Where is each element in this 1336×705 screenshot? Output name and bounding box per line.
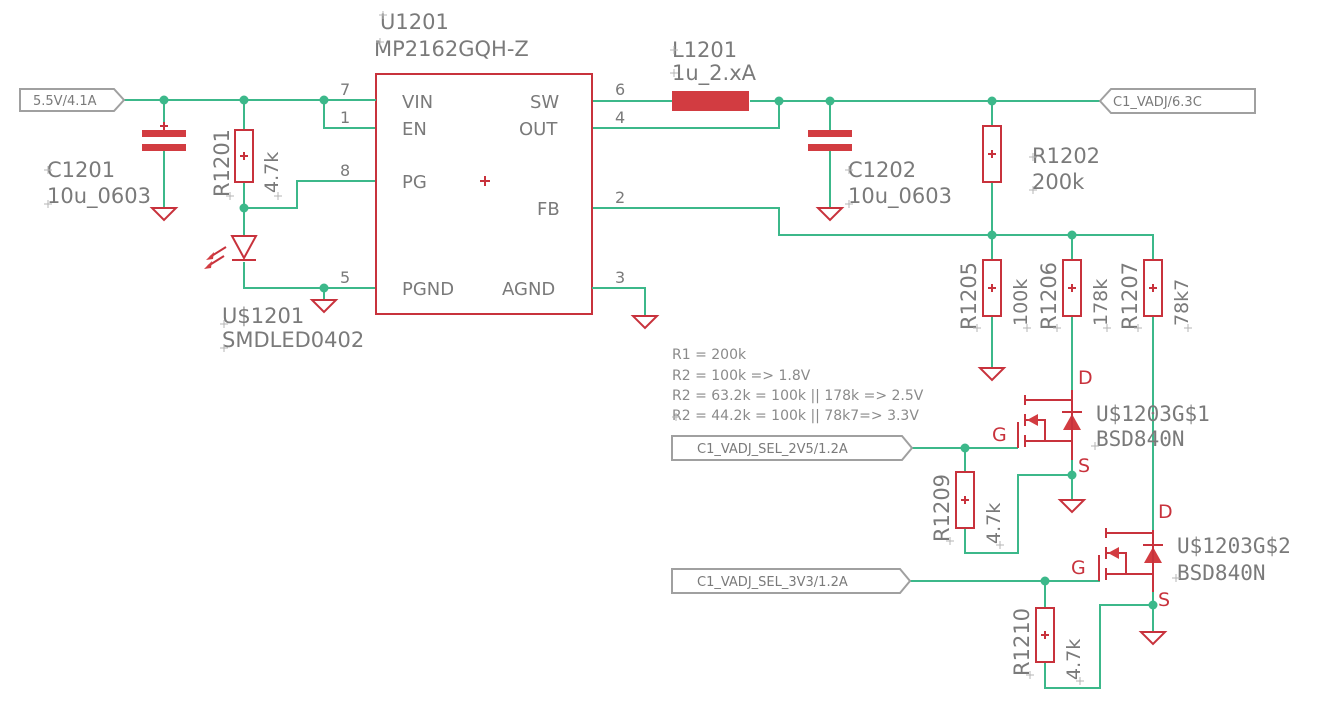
note-line-1: R1 = 200k: [672, 347, 747, 363]
ground-icon: [815, 207, 845, 222]
q1-gate-label: G: [992, 424, 1007, 446]
q1-drain-label: D: [1078, 367, 1093, 389]
mosfet-q2: D G S U$1203G$2 BSD840N: [1071, 501, 1291, 611]
origin-markers: [44, 11, 1192, 685]
pinnum-7: 7: [340, 80, 350, 99]
ground-icon: [630, 315, 660, 330]
inductor-l1201: L1201 1u_2.xA: [672, 38, 757, 111]
pinnum-5: 5: [340, 268, 350, 287]
r1205-ref: R1205: [957, 262, 981, 330]
pinnum-2: 2: [615, 188, 625, 207]
resistor-r1209: R1209 4.7k: [930, 471, 1005, 544]
port-sel-3v3-label: C1_VADJ_SEL_3V3/1.2A: [697, 575, 848, 590]
r1202-value: 200k: [1032, 170, 1085, 194]
note-line-3: R2 = 63.2k = 100k || 178k => 2.5V: [672, 388, 924, 404]
ground-icon: [149, 207, 179, 222]
inductor-value: 1u_2.xA: [672, 61, 757, 86]
q1-source-label: S: [1078, 455, 1090, 477]
resistor-r1202: R1202 200k: [982, 125, 1100, 194]
r1207-value: 78k7: [1171, 279, 1193, 326]
r1201-ref: R1201: [210, 129, 234, 197]
resistor-r1210: R1210 4.7k: [1010, 607, 1085, 680]
inductor-ref: L1201: [672, 38, 737, 62]
r1201-value: 4.7k: [261, 152, 283, 193]
ground-icon: [309, 299, 339, 314]
ic-value: MP2162GQH-Z: [374, 37, 529, 61]
ground-icon: [977, 367, 1007, 382]
r1210-value: 4.7k: [1063, 639, 1085, 680]
pinnum-4: 4: [615, 108, 625, 127]
q1-value: BSD840N: [1096, 427, 1185, 451]
port-vin-label: 5.5V/4.1A: [33, 94, 97, 109]
q2-ref: U$1203G$2: [1177, 534, 1291, 558]
pinnum-6: 6: [615, 80, 625, 99]
pin-en: EN: [402, 119, 427, 140]
ic-ref: U1201: [380, 10, 449, 34]
q2-value: BSD840N: [1177, 561, 1266, 585]
led-ref: U$1201: [222, 304, 304, 328]
q1-ref: U$1203G$1: [1096, 402, 1210, 426]
q2-source-label: S: [1158, 589, 1170, 611]
c1201-value: 10u_0603: [47, 184, 151, 209]
note-line-4: R2 = 44.2k = 100k || 78k7=> 3.3V: [672, 408, 919, 424]
pin-out: OUT: [519, 119, 558, 140]
q2-drain-label: D: [1158, 501, 1173, 523]
capacitor-c1201: C1201 10u_0603: [47, 122, 186, 209]
pin-pgnd: PGND: [402, 279, 454, 300]
note-line-2: R2 = 100k => 1.8V: [672, 368, 811, 384]
port-sel-2v5-label: C1_VADJ_SEL_2V5/1.2A: [697, 442, 848, 457]
ic-u1201: U1201 MP2162GQH-Z VIN EN PG PGND SW OUT …: [324, 10, 646, 316]
pinnum-8: 8: [340, 161, 350, 180]
r1206-value: 178k: [1090, 279, 1112, 326]
c1201-ref: C1201: [47, 158, 115, 182]
pin-agnd: AGND: [502, 279, 555, 300]
resistor-r1206: R1206 178k: [1037, 259, 1112, 330]
r1205-value: 100k: [1010, 279, 1032, 326]
port-sel-3v3: C1_VADJ_SEL_3V3/1.2A: [671, 568, 912, 594]
resistor-r1201: R1201 4.7k: [210, 129, 283, 197]
r1202-ref: R1202: [1032, 144, 1100, 168]
port-sel-2v5: C1_VADJ_SEL_2V5/1.2A: [671, 435, 914, 461]
r1210-ref: R1210: [1010, 608, 1034, 676]
led-value: SMDLED0402: [222, 328, 364, 352]
junctions: [159, 95, 1158, 610]
mosfet-q1: D G S U$1203G$1 BSD840N: [992, 367, 1210, 477]
pinnum-3: 3: [615, 268, 625, 287]
r1209-value: 4.7k: [983, 503, 1005, 544]
ground-icon: [1138, 631, 1168, 646]
wires: [124, 99, 1154, 689]
port-vadj: C1_VADJ/6.3C: [1098, 88, 1256, 114]
ground-symbols: [149, 207, 1168, 646]
led-u1201: U$1201 SMDLED0402: [204, 235, 364, 352]
pin-pg: PG: [402, 172, 427, 193]
port-vin: 5.5V/4.1A: [19, 88, 126, 112]
r1206-ref: R1206: [1037, 262, 1061, 330]
c1202-ref: C1202: [848, 158, 916, 182]
pin-fb: FB: [537, 199, 560, 220]
pin-sw: SW: [530, 92, 559, 113]
capacitor-c1202: C1202 10u_0603: [808, 130, 952, 209]
port-vadj-label: C1_VADJ/6.3C: [1113, 95, 1202, 110]
r1207-ref: R1207: [1118, 262, 1142, 330]
resistor-r1205: R1205 100k: [957, 259, 1032, 330]
pin-vin: VIN: [402, 92, 433, 113]
q2-gate-label: G: [1071, 557, 1086, 579]
design-notes: R1 = 200k R2 = 100k => 1.8V R2 = 63.2k =…: [672, 347, 924, 424]
c1202-value: 10u_0603: [848, 184, 952, 209]
ground-icon: [1057, 499, 1087, 514]
resistor-r1207: R1207 78k7: [1118, 259, 1193, 330]
r1209-ref: R1209: [930, 474, 954, 542]
pinnum-1: 1: [340, 108, 350, 127]
